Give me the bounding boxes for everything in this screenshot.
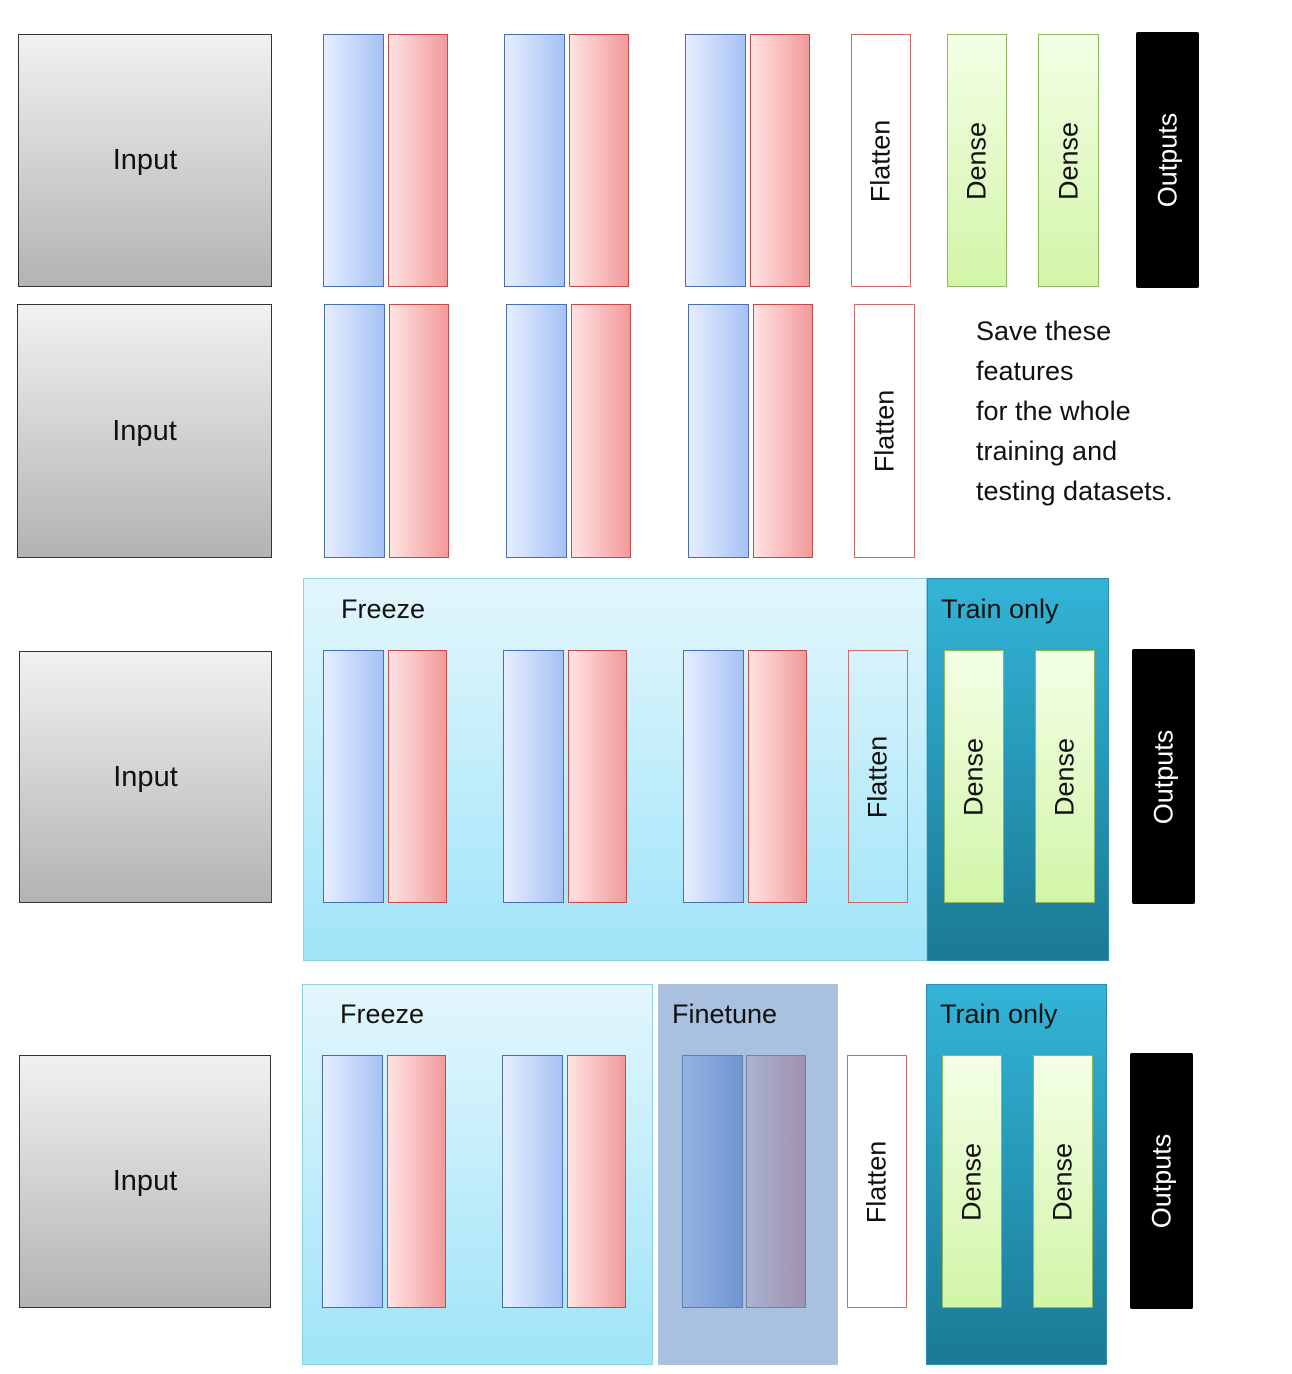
outputs-label: Outputs — [1152, 112, 1182, 208]
dense-label: Dense — [1053, 121, 1083, 200]
conv-layer — [688, 304, 749, 558]
flatten-layer: Flatten — [854, 304, 915, 558]
dense-layer: Dense — [947, 34, 1007, 287]
pool-layer — [389, 304, 449, 558]
pool-layer — [387, 1055, 446, 1308]
train-only-label: Train only — [941, 594, 1059, 624]
conv-layer — [322, 1055, 383, 1308]
dense-label: Dense — [1049, 737, 1080, 816]
outputs-label: Outputs — [1146, 1133, 1176, 1229]
pool-layer-finetuned — [746, 1055, 806, 1308]
input-label: Input — [113, 760, 178, 793]
pool-layer — [568, 650, 627, 903]
flatten-label: Flatten — [861, 1140, 892, 1223]
dense-label: Dense — [1047, 1142, 1078, 1221]
dense-label: Dense — [956, 1142, 987, 1221]
pool-layer — [388, 650, 447, 903]
outputs-block: Outputs — [1136, 32, 1199, 288]
dense-layer: Dense — [942, 1055, 1002, 1308]
conv-layer — [504, 34, 565, 287]
input-block: Input — [19, 651, 272, 903]
dense-layer: Dense — [1035, 650, 1095, 903]
conv-layer — [323, 650, 384, 903]
input-label: Input — [112, 414, 177, 447]
note-line: features — [976, 356, 1074, 386]
freeze-label: Freeze — [340, 999, 425, 1029]
pool-layer — [753, 304, 813, 558]
dense-layer: Dense — [1038, 34, 1099, 287]
note-line: training and — [976, 436, 1118, 466]
flatten-layer: Flatten — [848, 650, 908, 903]
dense-label: Dense — [961, 121, 992, 200]
finetune-label: Finetune — [672, 999, 778, 1029]
flatten-label: Flatten — [862, 735, 893, 818]
outputs-block: Outputs — [1130, 1053, 1193, 1309]
flatten-label: Flatten — [865, 119, 896, 202]
conv-layer — [506, 304, 567, 558]
dense-label: Dense — [958, 737, 989, 816]
flatten-label: Flatten — [869, 389, 899, 473]
outputs-label: Outputs — [1148, 729, 1178, 824]
note-line: Save these — [976, 316, 1112, 346]
conv-layer — [502, 1055, 563, 1308]
pool-layer — [571, 304, 631, 558]
input-block: Input — [17, 304, 272, 558]
train-only-label: Train only — [940, 999, 1058, 1029]
note-line: testing datasets. — [976, 476, 1173, 506]
pool-layer — [748, 650, 807, 903]
input-label: Input — [112, 1165, 178, 1197]
pool-layer — [750, 34, 810, 287]
dense-layer: Dense — [1033, 1055, 1093, 1308]
conv-layer — [683, 650, 744, 903]
pool-layer — [388, 34, 448, 287]
conv-layer — [323, 34, 384, 287]
dense-layer: Dense — [944, 650, 1004, 903]
conv-layer — [685, 34, 746, 287]
input-block: Input — [18, 34, 272, 287]
flatten-layer: Flatten — [847, 1055, 907, 1308]
conv-layer — [324, 304, 385, 558]
input-block: Input — [19, 1055, 271, 1308]
flatten-layer: Flatten — [851, 34, 911, 287]
conv-layer — [503, 650, 564, 903]
conv-layer-finetuned — [682, 1055, 743, 1308]
note-line: for the whole — [976, 396, 1131, 426]
input-label: Input — [112, 144, 178, 176]
freeze-label: Freeze — [341, 594, 426, 624]
save-features-note: Save these features for the whole traini… — [976, 311, 1173, 511]
pool-layer — [569, 34, 629, 287]
outputs-block: Outputs — [1132, 649, 1195, 904]
pool-layer — [567, 1055, 626, 1308]
